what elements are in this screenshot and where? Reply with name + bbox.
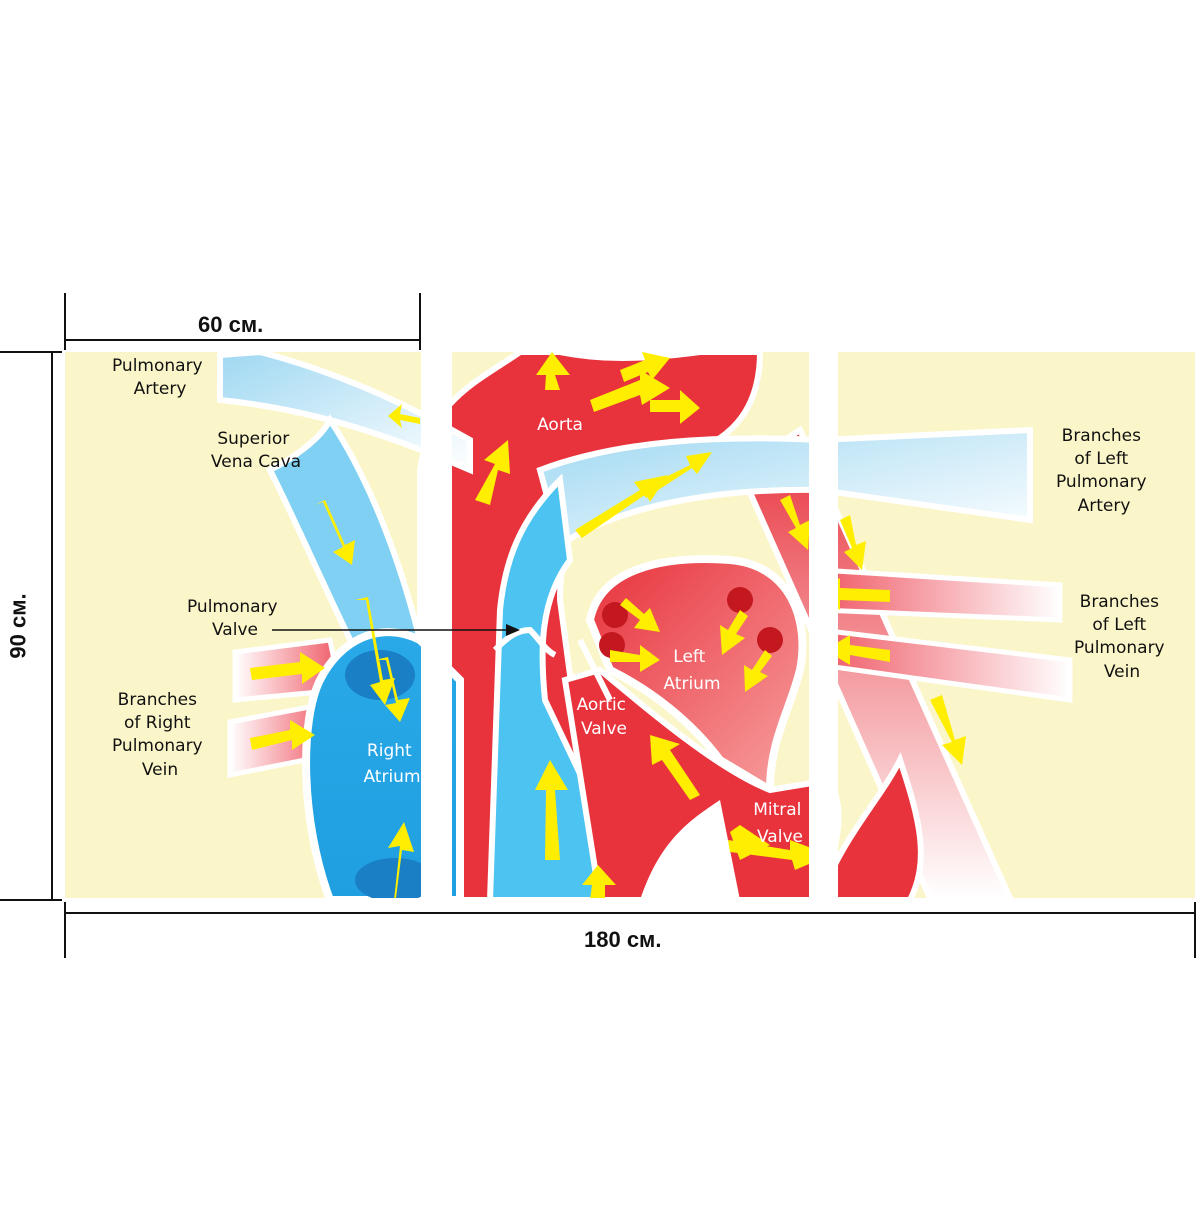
label-branches-left-pulmonary-vein: Branches of Left Pulmonary Vein	[1074, 592, 1170, 682]
label-pulmonary-valve: Pulmonary Valve	[187, 597, 283, 640]
anatomy-labels: Pulmonary Artery Superior Vena Cava Pulm…	[112, 356, 1170, 847]
label-left-atrium: Left Atrium	[663, 647, 720, 694]
left-pulmonary-artery	[536, 426, 1033, 550]
pulmonary-trunk	[486, 473, 645, 898]
pulmonary-valve-pointer	[272, 624, 520, 636]
total-width-label: 180 см.	[584, 927, 662, 952]
pointer-arrowhead-icon	[506, 624, 520, 636]
heart-illustration: Pulmonary Artery Superior Vena Cava Pulm…	[112, 352, 1170, 898]
pulmonary-valve	[492, 626, 557, 658]
label-superior-vena-cava: Superior Vena Cava	[211, 429, 301, 472]
label-right-atrium: Right Atrium	[363, 741, 420, 787]
label-branches-left-pulmonary-artery: Branches of Left Pulmonary Artery	[1056, 426, 1152, 516]
pulmonary-artery	[217, 352, 473, 475]
flow-arrows	[250, 352, 966, 898]
panel-width-label: 60 см.	[198, 312, 264, 337]
height-label: 90 см.	[5, 593, 31, 659]
label-aorta: Aorta	[537, 415, 583, 435]
label-aortic-valve: Aortic Valve	[577, 695, 632, 739]
label-pulmonary-artery: Pulmonary Artery	[112, 356, 208, 399]
aortic-valve	[577, 638, 613, 702]
dimension-lines	[0, 293, 1196, 958]
label-branches-right-pulmonary-vein: Branches of Right Pulmonary Vein	[112, 690, 208, 780]
superior-vena-cava	[265, 414, 424, 664]
label-mitral-valve: Mitral Valve	[753, 800, 807, 847]
